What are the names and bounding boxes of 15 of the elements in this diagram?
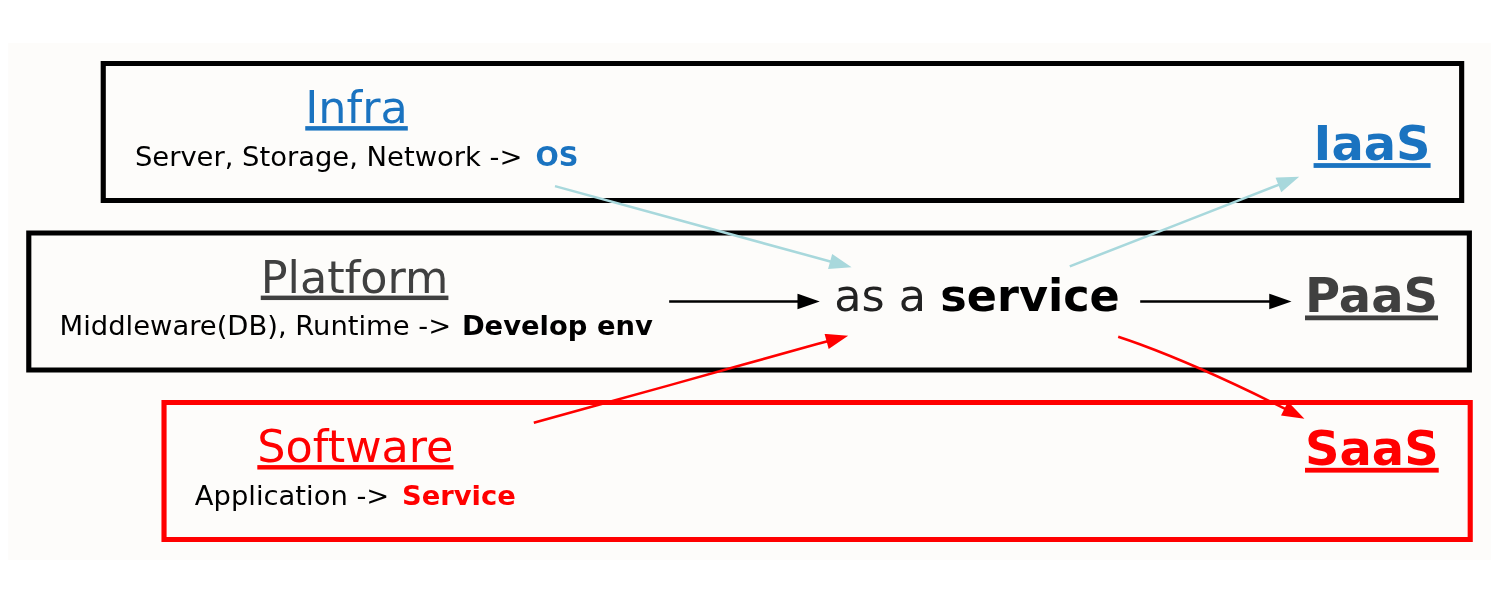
cluster [26, 230, 1472, 373]
node-text: Platform Middleware(DB), Runtime -> Develop env [59, 251, 653, 342]
node-text: Infra Server, Storage, Network -> OS [134, 82, 579, 172]
arrow [1140, 293, 1292, 310]
arrow [1117, 335, 1305, 419]
arrow [1069, 176, 1300, 268]
node-text: Software Application -> Service [194, 421, 516, 511]
node-text: SaaS [1305, 420, 1439, 476]
node-text: PaaS [1305, 268, 1439, 324]
node-text: as a service [834, 270, 1120, 322]
cluster [100, 60, 1465, 204]
arrow [533, 333, 849, 424]
arrow [669, 293, 820, 310]
arrow [554, 184, 852, 269]
node-text: IaaS [1313, 116, 1431, 172]
